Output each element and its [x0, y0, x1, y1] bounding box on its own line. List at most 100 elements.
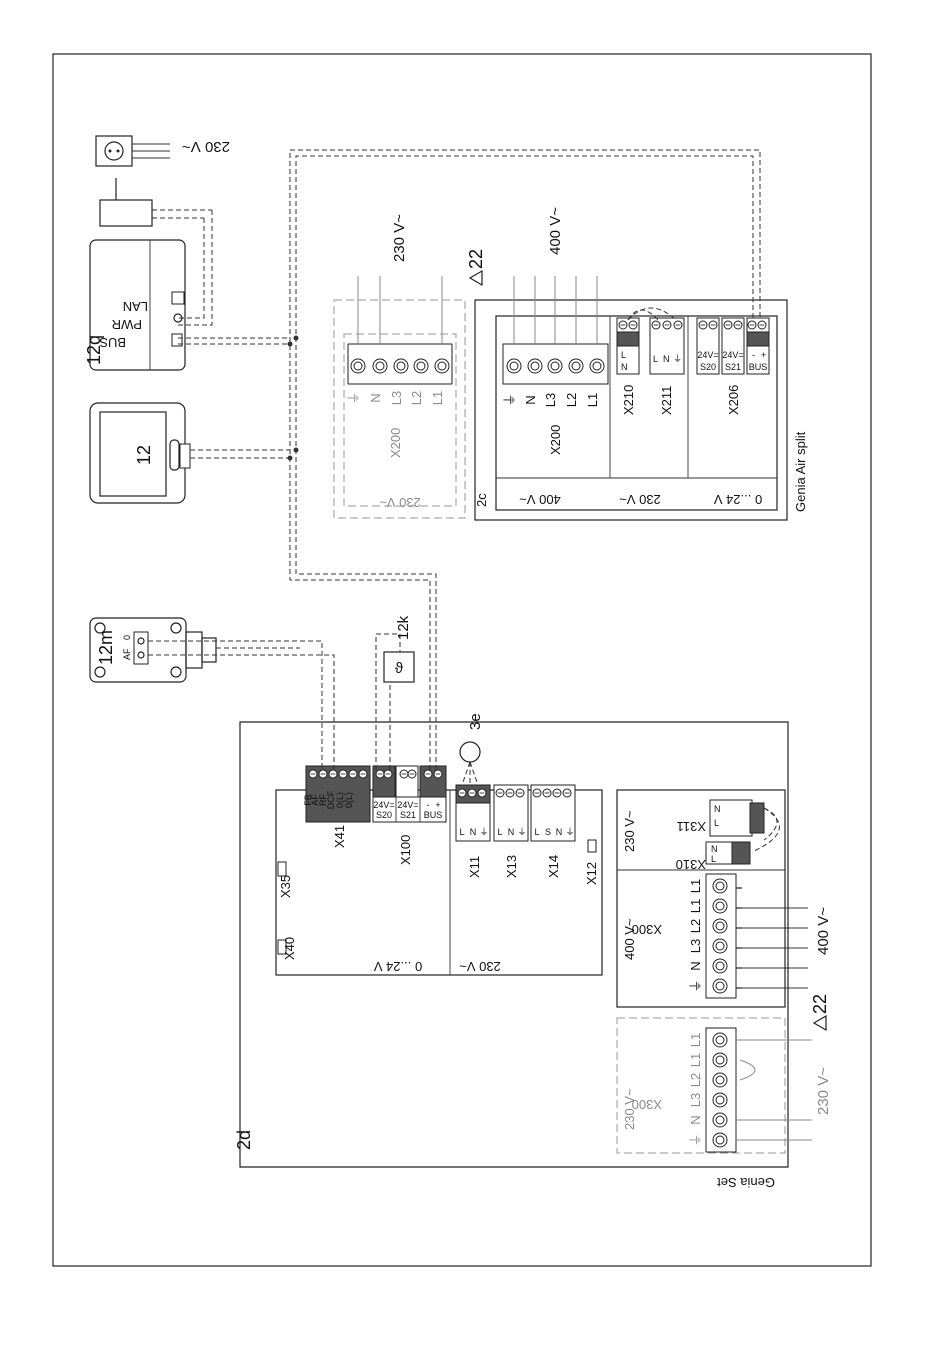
svg-text:X300: X300 — [632, 922, 662, 937]
outdoor-sensor-12m: 12m 0 AF — [89, 617, 217, 683]
split-x200-pin-3: L3 — [543, 393, 558, 407]
svg-text:X35: X35 — [278, 875, 293, 898]
x11-pin-3: ⏚ — [479, 827, 488, 837]
alt-x300-pin-3: L3 — [688, 1093, 703, 1107]
x14-pin-1: L — [534, 827, 539, 837]
svg-text:S20: S20 — [376, 810, 392, 820]
svg-text:X41: X41 — [332, 825, 347, 848]
x41-pin-3: RF — [318, 794, 328, 806]
svg-text:LAN: LAN — [123, 299, 148, 314]
genia-air-split-board: 2c Genia Air split 400 V~ 230 V~ 0 ...24… — [474, 207, 808, 521]
x14-pin-4: ⏚ — [565, 827, 574, 837]
alt-x300-pin-1: ⏚ — [688, 1133, 703, 1146]
svg-text:22: 22 — [466, 249, 486, 269]
bus-cables — [148, 149, 761, 770]
x13-pin-1: L — [497, 827, 502, 837]
x300-pin-4: L2 — [688, 919, 703, 933]
x300-pin-1: ⏚ — [688, 979, 703, 992]
svg-text:BUS: BUS — [424, 810, 443, 820]
alt-x200-pin-1: ⏚ — [346, 391, 361, 404]
socket-230v-label: 230 V~ — [182, 138, 230, 155]
svg-text:X13: X13 — [504, 855, 519, 878]
svg-text:400 V~: 400 V~ — [547, 207, 564, 255]
x14-pin-2: S — [545, 827, 551, 837]
x300-pin-2: N — [688, 961, 703, 970]
svg-text:-: - — [752, 350, 755, 360]
svg-text:X200: X200 — [388, 428, 403, 458]
room-thermostat-12k: ϑ 12k — [375, 615, 415, 770]
pump-3e: 3e — [459, 713, 484, 786]
alt-x200-pin-4: L2 — [409, 391, 424, 405]
wall-socket: 230 V~ — [95, 135, 230, 167]
svg-text:S21: S21 — [400, 810, 416, 820]
svg-text:N: N — [714, 804, 721, 814]
split-x200-pin-1: ⏚ — [502, 393, 517, 406]
svg-text:X14: X14 — [546, 855, 561, 878]
svg-text:BUS: BUS — [749, 362, 768, 372]
alt-x300-pin-6: L1 — [688, 1033, 703, 1047]
svg-text:L: L — [714, 818, 719, 828]
svg-text:2c: 2c — [474, 493, 489, 507]
mains-label: 230 V~ — [459, 959, 501, 974]
svg-text:230 V~: 230 V~ — [622, 810, 637, 852]
x41-pin-2: AF — [310, 794, 320, 806]
connector-x35: X35 — [277, 861, 293, 898]
x41-pin-1: FB — [303, 794, 313, 806]
svg-text:24V=: 24V= — [722, 350, 743, 360]
svg-text:X211: X211 — [659, 386, 674, 415]
svg-text:AF: AF — [122, 648, 132, 660]
svg-text:0 ...24 V: 0 ...24 V — [713, 492, 762, 507]
svg-text:230 V~: 230 V~ — [619, 492, 661, 507]
svg-text:230 V~: 230 V~ — [622, 1088, 637, 1130]
x300-pin-6: L1 — [688, 879, 703, 893]
svg-text:L: L — [621, 350, 626, 360]
svg-text:X11: X11 — [467, 856, 482, 878]
split-x200-pin-2: N — [523, 395, 538, 404]
x13-pin-3: ⏚ — [517, 827, 526, 837]
svg-text:N: N — [621, 362, 628, 372]
svg-text:+: + — [435, 800, 440, 810]
split-x200-pin-4: L2 — [564, 393, 579, 407]
x310-label: X310 — [676, 857, 706, 872]
svg-text:BUS: BUS — [99, 335, 126, 350]
x41-pin-6: 0(L) — [344, 792, 354, 808]
svg-text:12q: 12q — [84, 335, 104, 365]
svg-text:12k: 12k — [395, 615, 412, 640]
svg-text:L: L — [711, 854, 716, 864]
svg-text:12: 12 — [134, 445, 154, 465]
svg-text:X100: X100 — [398, 835, 413, 865]
connector-x100: 24V= S20 24V= S21 - + BUS X100 — [372, 765, 447, 865]
x11-pin-1: L — [459, 827, 464, 837]
svg-text:24V=: 24V= — [373, 800, 394, 810]
svg-text:X12: X12 — [584, 862, 599, 885]
svg-text:X210: X210 — [621, 385, 636, 415]
svg-text:X300: X300 — [632, 1097, 662, 1112]
svg-text:S21: S21 — [725, 362, 741, 372]
svg-text:ϑ: ϑ — [395, 660, 404, 677]
x13-pin-2: N — [508, 827, 515, 837]
alt-x200-pin-5: L1 — [430, 391, 445, 405]
board-id-2d: 2d — [234, 1130, 254, 1150]
pwr-jack-icon — [173, 313, 183, 323]
svg-text:L: L — [653, 354, 658, 364]
lan-port-icon — [171, 291, 185, 305]
room-controller-12: 12 — [89, 402, 191, 504]
page-frame — [52, 53, 872, 1267]
svg-text:230 V~: 230 V~ — [391, 214, 408, 262]
svg-text:PWR: PWR — [112, 317, 142, 332]
svg-text:X40: X40 — [282, 937, 297, 960]
alt-x300-pin-2: N — [688, 1115, 703, 1124]
svg-text:230 V~: 230 V~ — [379, 495, 421, 510]
connector-x12: X12 — [584, 839, 599, 885]
x41-pin-5: 0(L) — [335, 792, 345, 808]
svg-text:0: 0 — [122, 635, 132, 640]
svg-text:X200: X200 — [548, 425, 563, 455]
